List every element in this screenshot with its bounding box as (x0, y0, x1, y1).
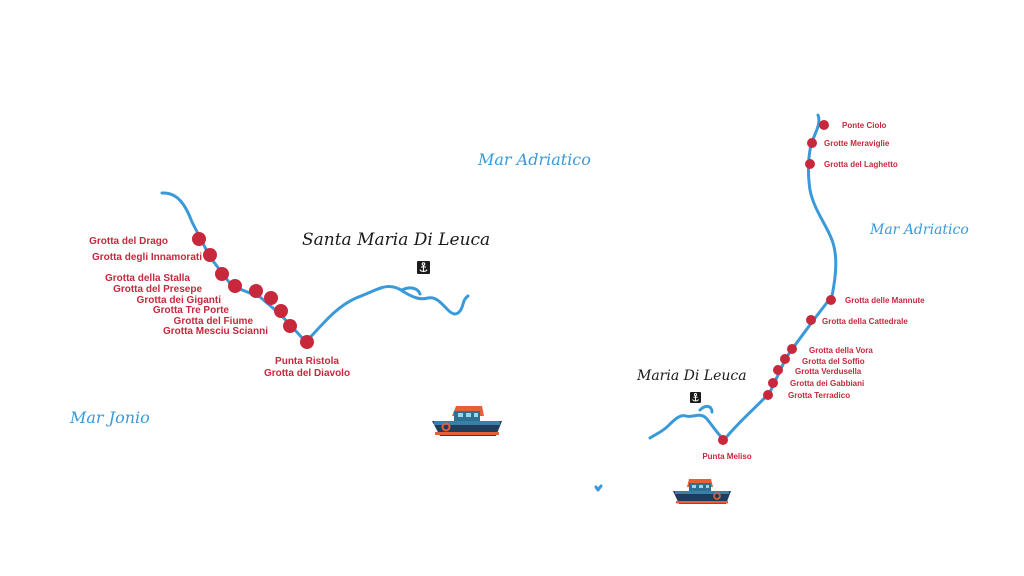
cave-label: Grotta dei Gabbiani (790, 379, 864, 388)
cave-dot-grotta-della-vora[interactable] (787, 344, 797, 354)
cave-label: Grotta del Fiume (174, 316, 254, 327)
cave-dot-grotta-degli-innamorati[interactable] (203, 248, 217, 262)
cave-dot-grotta-del-presepe[interactable] (228, 279, 242, 293)
cave-label: Grotta Verdusella (795, 367, 862, 376)
town-label-maria-di-leuca: Maria Di Leuca (636, 368, 747, 384)
sea-label-mar-adriatico-right: Mar Adriatico (869, 222, 969, 238)
cave-label: Grotta delle Mannute (845, 296, 925, 305)
cave-dot-grotta-del-fiume[interactable] (274, 304, 288, 318)
cave-label: Grotta della Cattedrale (822, 317, 908, 326)
cave-label: Grotte Meraviglie (824, 139, 890, 148)
cave-label: Grotta degli Innamorati (92, 252, 202, 263)
sea-label-mar-jonio: Mar Jonio (69, 408, 150, 427)
cave-dot-grotta-delle-mannute[interactable] (826, 295, 836, 305)
boat-icon (673, 479, 731, 504)
point-label: Punta Ristola (275, 356, 339, 367)
cave-dot-grotta-mesciu-scianni[interactable] (283, 319, 297, 333)
sea-label-mar-adriatico: Mar Adriatico (477, 150, 591, 169)
cave-label: Grotta Mesciu Scianni (163, 326, 268, 337)
town-label-santa-maria-di-leuca: Santa Maria Di Leuca (302, 230, 490, 250)
cave-label: Grotta del Drago (89, 236, 168, 247)
cave-dot-grotta-del-drago[interactable] (192, 232, 206, 246)
cave-dot-grotta-della-stalla[interactable] (215, 267, 229, 281)
small-wave-mark (594, 484, 603, 492)
cave-dot-ponte-ciolo[interactable] (819, 120, 829, 130)
cave-dot-grotta-dei-giganti[interactable] (249, 284, 263, 298)
cave-label: Grotta del Presepe (113, 284, 202, 295)
cave-dot-grotta-della-cattedrale[interactable] (806, 315, 816, 325)
cave-dot-grotta-del-soffio[interactable] (780, 354, 790, 364)
cave-label: Grotta Tre Porte (153, 305, 230, 316)
cave-dot-punta-ristola[interactable] (300, 335, 314, 349)
cave-label: Grotta del Laghetto (824, 160, 898, 169)
cave-dot-grotta-tre-porte[interactable] (264, 291, 278, 305)
cave-label: Grotta dei Giganti (137, 295, 222, 306)
cave-label: Grotta della Stalla (105, 273, 190, 284)
cave-dot-grotta-terradico[interactable] (763, 390, 773, 400)
anchor-icon (417, 261, 430, 274)
cave-dot-grotta-verdusella[interactable] (773, 365, 783, 375)
point-label: Grotta del Diavolo (264, 368, 350, 379)
right-map: Ponte Ciolo Grotte Meraviglie Grotta del… (594, 113, 969, 504)
cave-dot-punta-meliso[interactable] (718, 435, 728, 445)
cave-label: Grotta del Soffio (802, 357, 865, 366)
right-wave (698, 404, 714, 414)
cave-dot-grotta-del-laghetto[interactable] (805, 159, 815, 169)
left-map: Grotta del Drago Grotta degli Innamorati… (69, 150, 591, 436)
cave-dot-grotte-meraviglie[interactable] (807, 138, 817, 148)
anchor-icon (690, 392, 701, 403)
cave-label: Grotta della Vora (809, 346, 873, 355)
left-wave (400, 286, 422, 296)
point-label: Punta Meliso (702, 452, 751, 461)
cave-dot-grotta-dei-gabbiani[interactable] (768, 378, 778, 388)
cave-label: Ponte Ciolo (842, 121, 887, 130)
cave-label: Grotta Terradico (788, 391, 850, 400)
boat-icon (432, 406, 502, 436)
